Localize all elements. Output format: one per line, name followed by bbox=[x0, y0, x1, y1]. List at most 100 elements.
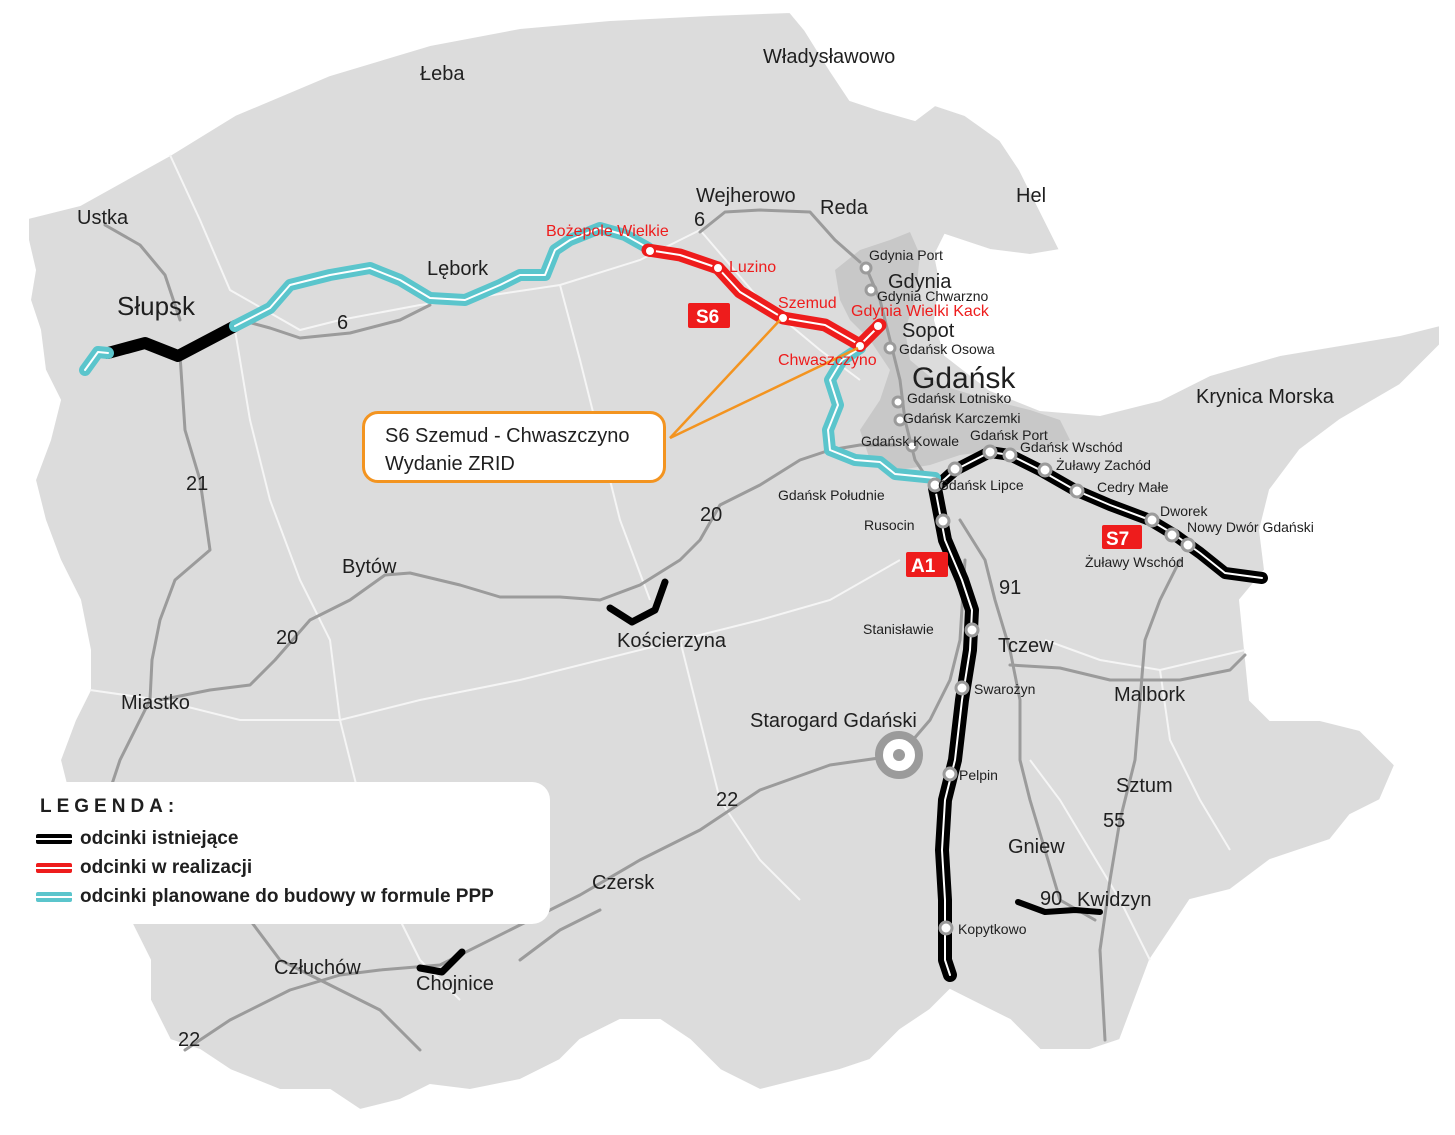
road-22 bbox=[183, 753, 902, 1052]
city-gdansk: Gdańsk bbox=[912, 362, 1016, 395]
label-gdansk-port: Gdańsk Port bbox=[970, 427, 1048, 443]
node-kopytkowo bbox=[938, 920, 954, 936]
label-pelpin: Pelpin bbox=[959, 767, 998, 783]
label-cedry-male: Cedry Małe bbox=[1097, 479, 1169, 495]
road-malbork-tczew bbox=[1008, 653, 1247, 682]
city-ustka: Ustka bbox=[77, 207, 129, 229]
road-20 bbox=[158, 443, 897, 702]
city-sopot: Sopot bbox=[902, 320, 955, 342]
city-reda: Reda bbox=[820, 197, 869, 219]
junction-labels: Gdynia Port Gdynia Chwarzno Gdańsk Osowa… bbox=[778, 247, 1314, 937]
road-number-22-east: 22 bbox=[716, 789, 738, 811]
road-number-20-east: 20 bbox=[700, 504, 722, 526]
label-gdansk-wschod: Gdańsk Wschód bbox=[1020, 439, 1123, 455]
callout-line-2: Wydanie ZRID bbox=[385, 453, 515, 475]
legend-item-existing: odcinki istniejące bbox=[36, 824, 550, 853]
road-number-6-south: 6 bbox=[337, 312, 348, 334]
tricity-urban-area bbox=[835, 232, 1070, 470]
label-dworek: Dworek bbox=[1160, 503, 1208, 519]
city-malbork: Malbork bbox=[1114, 684, 1186, 706]
callout-s6-szemud: S6 Szemud - Chwaszczyno Wydanie ZRID bbox=[362, 411, 666, 483]
node-gdansk-kowale bbox=[905, 439, 919, 453]
node-cedry-male bbox=[1069, 483, 1085, 499]
node-zulawy-zachod bbox=[1037, 462, 1053, 478]
city-czersk: Czersk bbox=[592, 872, 655, 894]
node-luzino bbox=[712, 262, 724, 274]
legend-swatch-existing bbox=[36, 833, 72, 844]
shield-a1: A1 bbox=[911, 556, 936, 577]
node-gdynia-port bbox=[859, 261, 873, 275]
node-wielki-kack bbox=[872, 320, 884, 332]
shield-s7: S7 bbox=[1106, 529, 1129, 550]
legend-label-planned: odcinki planowane do budowy w formule PP… bbox=[80, 885, 494, 907]
label-nowy-dwor: Nowy Dwór Gdański bbox=[1187, 519, 1314, 535]
road-22-east bbox=[898, 558, 967, 757]
legend-label-in-progress: odcinki w realizacji bbox=[80, 856, 253, 878]
node-gdansk-osowa bbox=[883, 341, 897, 355]
chojnice-bypass bbox=[416, 948, 466, 976]
node-nowy-dwor bbox=[1164, 527, 1180, 543]
node-swarozyn bbox=[954, 680, 970, 696]
legend-item-in-progress: odcinki w realizacji bbox=[36, 853, 550, 882]
label-gdynia-chwarzno: Gdynia Chwarzno bbox=[877, 288, 988, 304]
city-wejherowo: Wejherowo bbox=[696, 185, 796, 207]
region-land bbox=[27, 10, 1441, 1112]
node-gdansk-lotnisko bbox=[891, 395, 905, 409]
city-labels: Łeba Władysławowo Hel Ustka Słupsk Lębor… bbox=[77, 46, 1335, 995]
label-gdansk-lotnisko: Gdańsk Lotnisko bbox=[907, 390, 1011, 406]
label-luzino: Luzino bbox=[729, 259, 776, 276]
city-hel: Hel bbox=[1016, 185, 1046, 207]
shield-s6: S6 bbox=[696, 307, 719, 328]
road-czluchow bbox=[248, 918, 422, 1052]
road-ustka bbox=[103, 223, 182, 322]
node-gdansk-port bbox=[982, 444, 998, 460]
legend-title: LEGENDA: bbox=[40, 796, 180, 817]
label-rusocin: Rusocin bbox=[864, 517, 915, 533]
koscierzyna-bypass bbox=[606, 578, 669, 626]
label-zulawy-zachod: Żuławy Zachód bbox=[1056, 456, 1151, 473]
kwidzyn-road-90 bbox=[1015, 899, 1103, 915]
city-leba: Łeba bbox=[420, 63, 465, 85]
legend-swatch-in-progress bbox=[36, 862, 72, 873]
label-gdansk-poludnie: Gdańsk Południe bbox=[778, 487, 885, 503]
city-bytow: Bytów bbox=[342, 556, 397, 578]
label-gdynia-wielki-kack: Gdynia Wielki Kack bbox=[851, 303, 990, 320]
city-sztum: Sztum bbox=[1116, 775, 1173, 797]
node-gdansk-lipce bbox=[947, 461, 963, 477]
road-6-west bbox=[238, 303, 432, 340]
callout-connectors bbox=[669, 319, 859, 440]
city-slupsk: Słupsk bbox=[117, 291, 196, 321]
starogard-marker bbox=[875, 731, 923, 779]
s6-existing-slupsk bbox=[102, 320, 241, 362]
node-bozepole bbox=[644, 245, 656, 257]
node-gdansk-poludnie bbox=[927, 477, 943, 493]
road-55 bbox=[1098, 558, 1182, 1042]
road-number-55: 55 bbox=[1103, 810, 1125, 832]
route-shields: S6 S7 A1 bbox=[688, 303, 1142, 577]
callout-line-1: S6 Szemud - Chwaszczyno bbox=[385, 425, 630, 447]
city-wladyslawowo: Władysławowo bbox=[763, 46, 895, 68]
city-tczew: Tczew bbox=[998, 635, 1054, 657]
road-number-90: 90 bbox=[1040, 888, 1062, 910]
legend-label-existing: odcinki istniejące bbox=[80, 827, 239, 849]
city-starogard: Starogard Gdański bbox=[750, 710, 917, 732]
label-gdansk-karczemki: Gdańsk Karczemki bbox=[903, 410, 1020, 426]
label-bozepole: Bożepole Wielkie bbox=[546, 223, 669, 240]
road-gdynia-gdansk bbox=[863, 263, 937, 492]
junction-nodes bbox=[644, 245, 1196, 936]
road-number-91: 91 bbox=[999, 577, 1021, 599]
node-gdansk-wschod bbox=[1002, 447, 1018, 463]
road-number-22-west: 22 bbox=[178, 1029, 200, 1051]
road-91 bbox=[958, 518, 1097, 922]
legend: LEGENDA: odcinki istniejące odcinki w re… bbox=[14, 782, 550, 924]
label-gdansk-lipce: Gdańsk Lipce bbox=[938, 477, 1024, 493]
label-zulawy-wschod: Żuławy Wschód bbox=[1085, 553, 1184, 570]
label-gdynia-port: Gdynia Port bbox=[869, 247, 943, 263]
label-szemud: Szemud bbox=[778, 295, 837, 312]
road-czersk bbox=[518, 908, 602, 962]
road-6-wejherowo bbox=[698, 208, 862, 264]
label-chwaszczyno: Chwaszczyno bbox=[778, 352, 877, 369]
road-number-6-north: 6 bbox=[694, 209, 705, 231]
node-gdynia-chwarzno bbox=[864, 283, 878, 297]
city-krynica: Krynica Morska bbox=[1196, 386, 1335, 408]
